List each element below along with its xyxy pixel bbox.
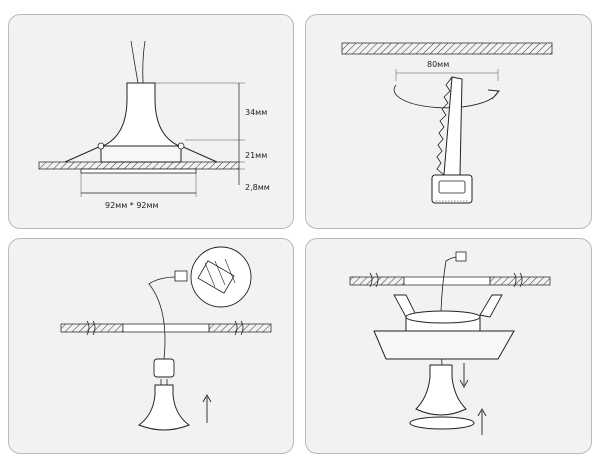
- install-drawing: [349, 251, 551, 435]
- wiring-drawing: [60, 246, 272, 431]
- ceiling-hole: [403, 276, 491, 286]
- saw-blade: [443, 76, 463, 176]
- wire: [130, 40, 139, 84]
- lamp-holder: [153, 358, 175, 378]
- bulb-shape: [137, 384, 191, 431]
- spring-clip-right: [479, 294, 503, 318]
- ceiling-hole: [122, 323, 210, 333]
- step-cut-hole-panel: 80мм: [305, 14, 592, 229]
- saw-teeth: [436, 76, 453, 176]
- dimension-hole-diameter: 80мм: [427, 60, 449, 69]
- dimension-frame-height: 21мм: [245, 151, 267, 160]
- wire: [142, 40, 146, 84]
- frame-body: [100, 145, 182, 163]
- dimension-bulb-height: 34мм: [245, 108, 267, 117]
- ceiling-slab: [341, 42, 553, 55]
- step-install-panel: [305, 238, 592, 454]
- step-dimensions-panel: 34мм 21мм 2,8мм 92мм * 92мм: [8, 14, 294, 229]
- retaining-ring: [409, 416, 475, 430]
- step-connect-wiring-panel: [8, 238, 294, 454]
- bottom-plate: [80, 168, 197, 174]
- dimension-frame-size: 92мм * 92мм: [105, 201, 159, 210]
- connector-detail: [197, 260, 235, 294]
- ceiling-slab: [38, 161, 240, 170]
- saw-cut-drawing: 80мм: [341, 42, 553, 204]
- wire: [148, 276, 178, 360]
- saw-handle: [431, 174, 473, 204]
- bulb-shape: [415, 364, 467, 416]
- ceiling-left: [60, 323, 124, 333]
- terminal-block: [455, 251, 467, 262]
- bulb-shape: [102, 82, 180, 147]
- terminal-block: [174, 270, 188, 282]
- ceiling-right: [489, 276, 551, 286]
- square-frame: [373, 330, 515, 360]
- fixture-dimension-drawing: 34мм 21мм 2,8мм 92мм * 92мм: [38, 40, 270, 210]
- ceiling-right: [208, 323, 272, 333]
- dimension-thickness: 2,8мм: [245, 183, 270, 192]
- rotation-arrow: [393, 84, 499, 109]
